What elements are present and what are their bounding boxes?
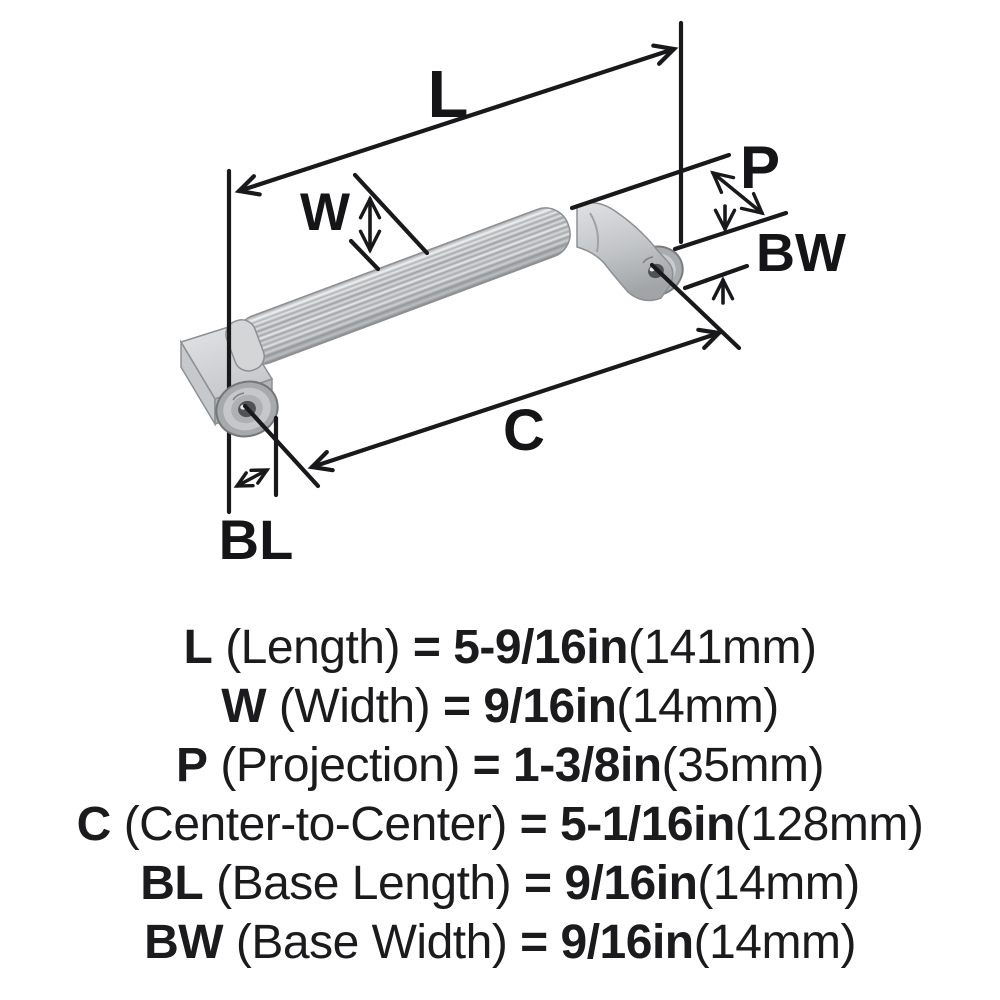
p-arrow-lower xyxy=(739,192,765,216)
legend-abbr: BW xyxy=(144,916,224,969)
c-arrow-right xyxy=(696,327,724,350)
legend-inches: 9/16in xyxy=(560,916,695,969)
dimension-bl: BL xyxy=(219,415,294,571)
legend-row-length: L (Length) = 5-9/16in(141mm) xyxy=(0,618,1000,677)
dimension-l: L xyxy=(234,20,684,245)
w-arrow-up xyxy=(358,195,382,220)
p-label: P xyxy=(740,134,780,201)
legend-row-center-to-center: C (Center-to-Center) = 5-1/16in(128mm) xyxy=(0,795,1000,854)
legend-name: (Projection) xyxy=(220,739,460,792)
dimension-legend: L (Length) = 5-9/16in(141mm) W (Width) =… xyxy=(0,600,1000,972)
bl-arrow-line xyxy=(235,468,269,488)
legend-abbr: BL xyxy=(140,857,204,910)
w-tick-upper xyxy=(352,172,430,256)
bl-arrow-right xyxy=(249,468,271,485)
legend-row-width: W (Width) = 9/16in(14mm) xyxy=(0,677,1000,736)
arm-elbow-crease xyxy=(589,212,600,253)
bw-up-arrow xyxy=(711,276,735,301)
legend-inches: 5-1/16in xyxy=(560,798,735,851)
fluted-bar xyxy=(225,207,571,372)
left-screw-leader-line xyxy=(242,403,321,489)
legend-name: (Width) xyxy=(278,680,431,733)
bl-arrow-left xyxy=(233,471,255,488)
p-lower-line xyxy=(672,210,789,252)
legend-inches: 1-3/8in xyxy=(513,739,662,792)
legend-row-base-length: BL (Base Length) = 9/16in(14mm) xyxy=(0,854,1000,913)
l-dimension-line xyxy=(236,46,677,194)
right-screw-leader-line xyxy=(649,262,742,351)
c-label: C xyxy=(503,398,545,463)
p-upper-line xyxy=(569,152,732,211)
p-arrow-upper xyxy=(710,170,736,194)
legend-inches: 9/16in xyxy=(483,680,617,733)
legend-mm: (128mm) xyxy=(734,798,924,851)
legend-equals: = xyxy=(442,680,471,733)
legend-equals: = xyxy=(523,857,552,910)
p-arrow-line xyxy=(711,171,764,215)
legend-name: (Center-to-Center) xyxy=(123,798,508,851)
legend-name: (Length) xyxy=(225,621,400,674)
legend-equals: = xyxy=(412,621,441,674)
bw-bottom-line xyxy=(682,263,750,291)
dimension-bw: BW xyxy=(682,204,846,305)
legend-abbr: C xyxy=(76,798,112,851)
legend-mm: (14mm) xyxy=(693,916,857,969)
legend-mm: (141mm) xyxy=(627,621,817,674)
legend-abbr: L xyxy=(183,621,213,674)
w-label: W xyxy=(300,183,350,242)
legend-abbr: P xyxy=(176,739,208,792)
legend-abbr: W xyxy=(221,680,267,733)
bl-label: BL xyxy=(219,508,294,571)
legend-name: (Base Length) xyxy=(216,857,512,910)
legend-mm: (14mm) xyxy=(616,680,779,733)
legend-mm: (35mm) xyxy=(661,739,825,792)
legend-equals: = xyxy=(519,798,548,851)
right-arm xyxy=(576,202,674,302)
legend-inches: 5-9/16in xyxy=(453,621,628,674)
bw-down-arrow xyxy=(713,208,737,233)
legend-inches: 9/16in xyxy=(564,857,698,910)
dimension-c: C xyxy=(242,262,742,489)
dimension-p: P xyxy=(569,134,789,252)
w-arrow-down xyxy=(358,229,382,254)
legend-row-base-width: BW (Base Width) = 9/16in(14mm) xyxy=(0,913,1000,972)
dimension-w: W xyxy=(300,172,430,272)
legend-name: (Base Width) xyxy=(235,916,508,969)
legend-row-projection: P (Projection) = 1-3/8in(35mm) xyxy=(0,736,1000,795)
c-arrow-left xyxy=(307,450,335,473)
l-arrow-right xyxy=(651,43,679,66)
l-arrow-left xyxy=(234,174,262,197)
l-label: L xyxy=(428,57,469,132)
c-dimension-line xyxy=(309,330,722,470)
legend-equals: = xyxy=(472,739,501,792)
legend-mm: (14mm) xyxy=(697,857,860,910)
left-engraving-marks xyxy=(232,392,245,401)
handle-dimension-diagram: L W P BW xyxy=(179,20,846,571)
legend-equals: = xyxy=(520,916,548,969)
bw-label: BW xyxy=(756,223,846,283)
right-engraving-marks xyxy=(642,256,654,264)
w-tick-lower xyxy=(348,238,381,272)
